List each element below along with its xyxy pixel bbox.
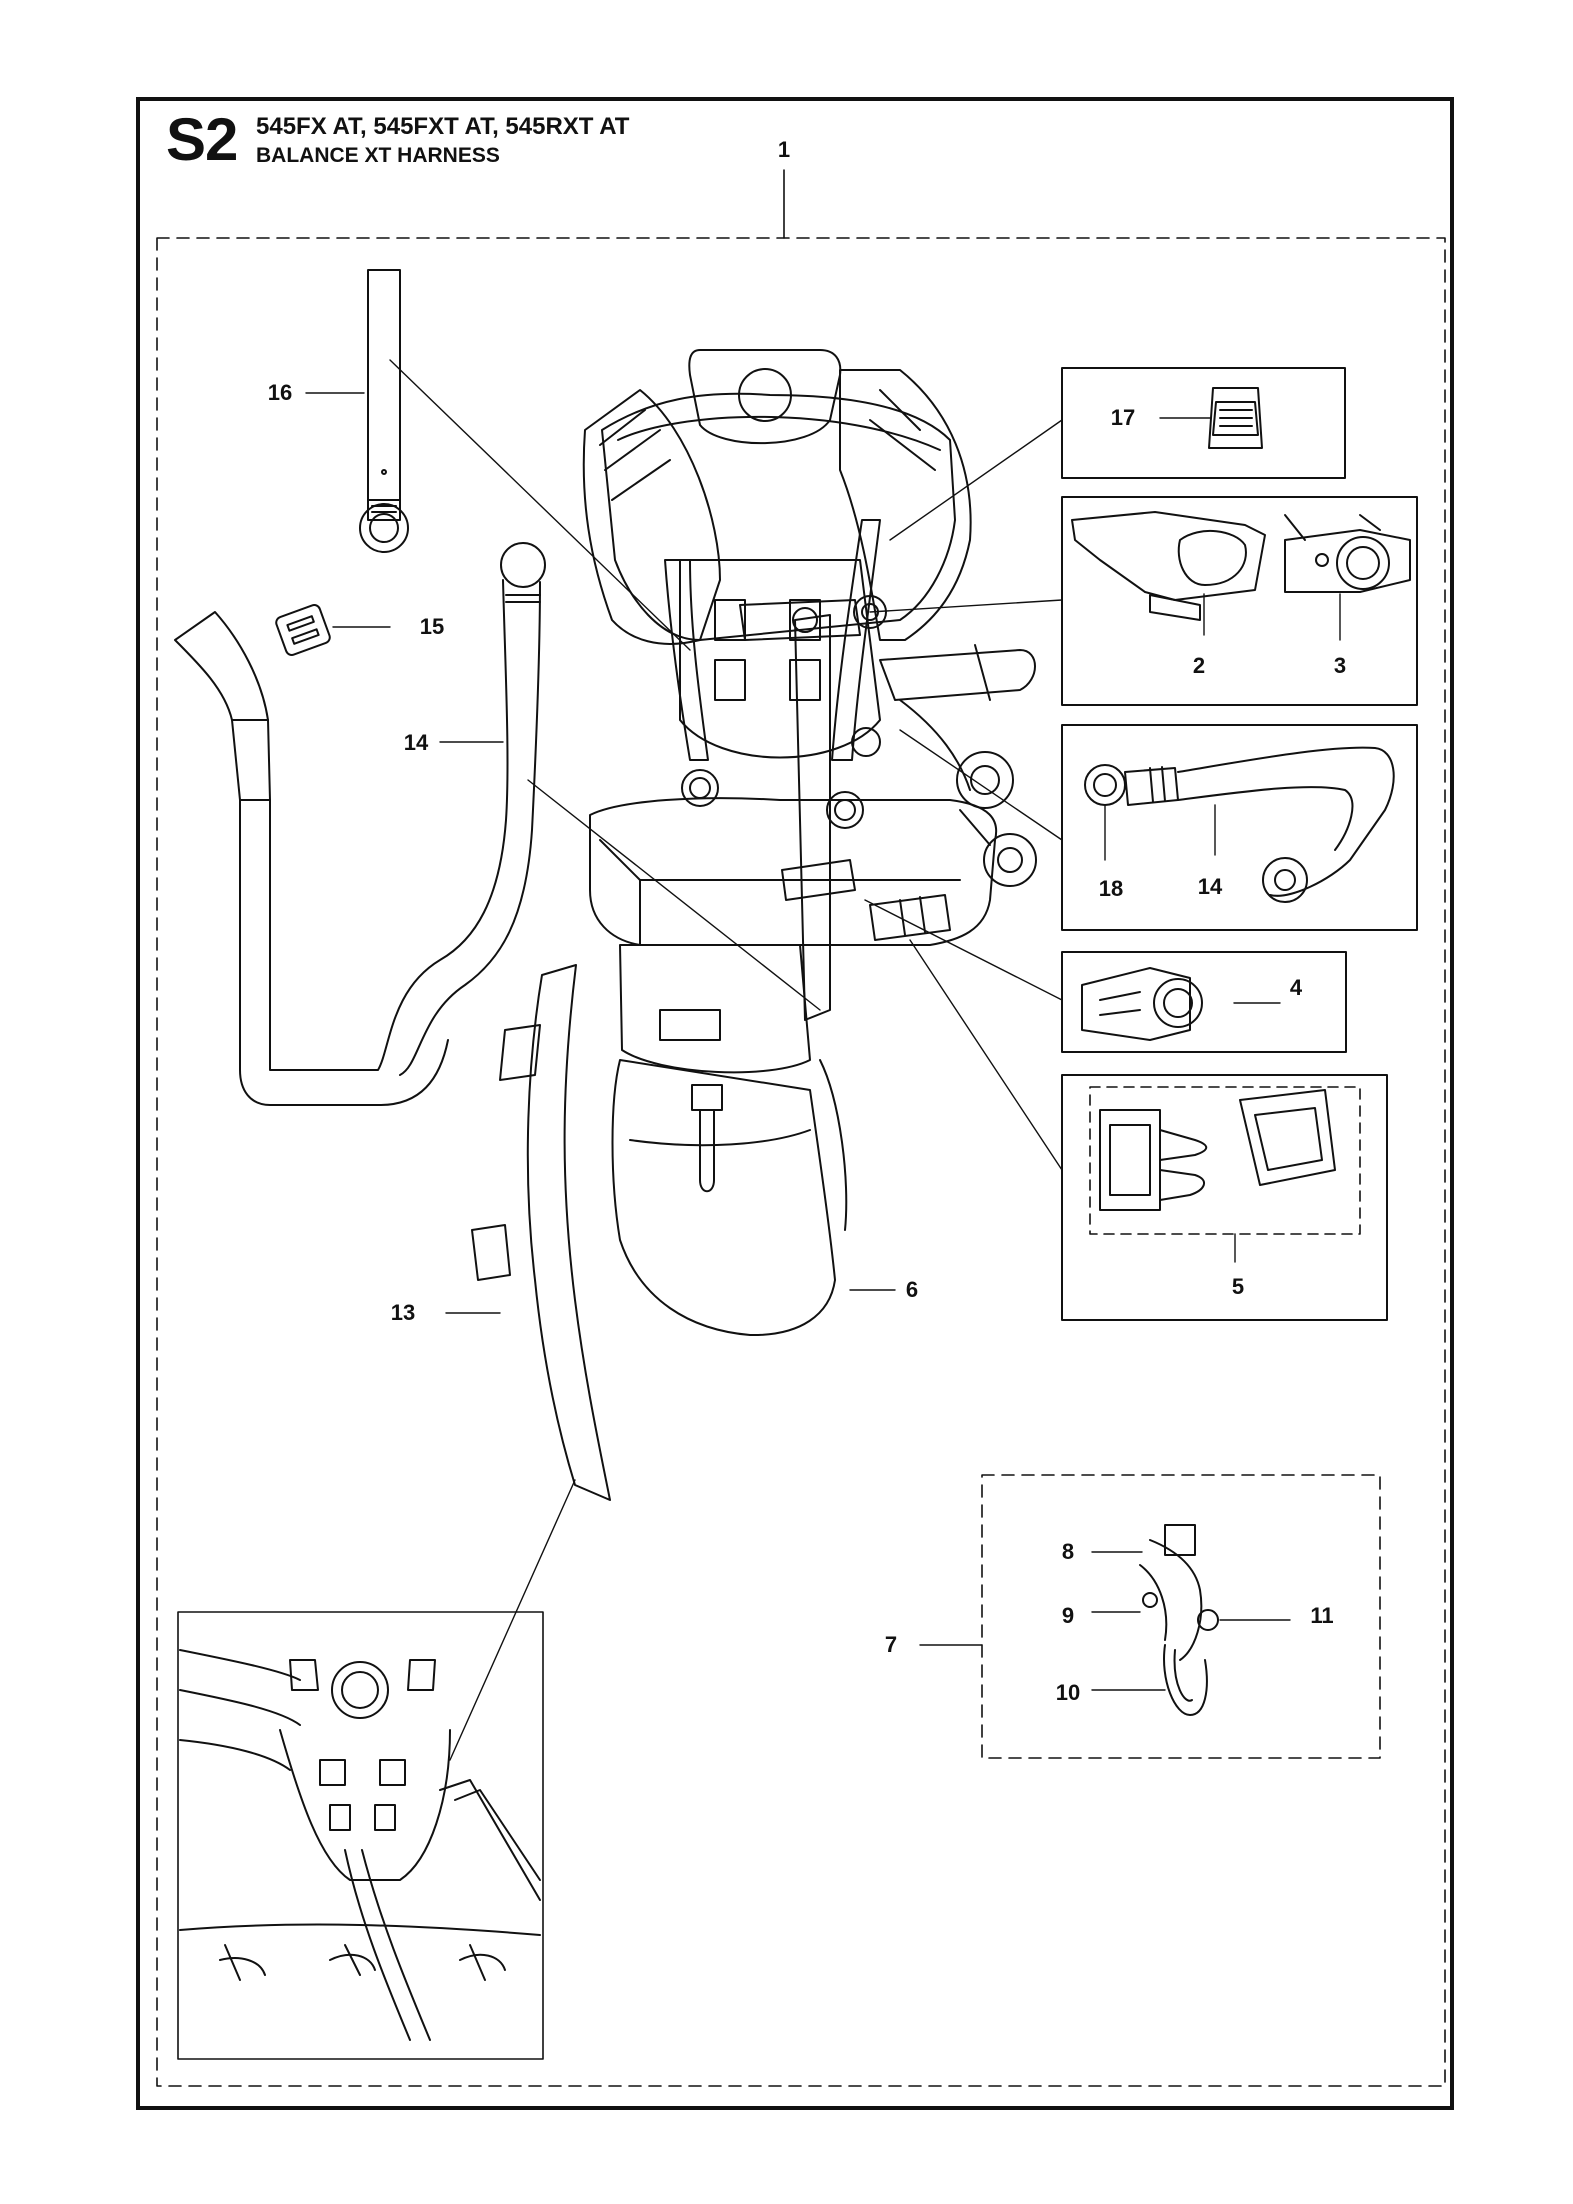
callout-11: 11 — [1310, 1603, 1334, 1628]
callout-6: 6 — [905, 1277, 919, 1302]
leader-lines — [305, 359, 1341, 1761]
part-5-buckle-male — [1099, 1109, 1208, 1211]
part-14-strap — [299, 542, 546, 1076]
callout-2: 2 — [1192, 653, 1206, 678]
part-15-buckle — [275, 604, 331, 656]
detail-inset — [177, 1611, 544, 2060]
callout-5: 5 — [1231, 1274, 1245, 1299]
drawing-frame — [136, 97, 1454, 2110]
part-6-harness — [582, 349, 1037, 1337]
section-code: S2 — [166, 106, 238, 173]
callout-10: 10 — [1055, 1680, 1081, 1705]
callout-14-left: 14 — [403, 730, 429, 755]
callout-7: 7 — [884, 1632, 898, 1657]
callout-16: 16 — [267, 380, 293, 405]
assembly-boundary — [156, 237, 1446, 2087]
part-4-clip — [1081, 967, 1203, 1041]
part-18-14-strap — [1084, 746, 1395, 903]
callout-14-box: 14 — [1197, 874, 1223, 899]
part-17-buckle — [1208, 387, 1263, 449]
part-13-pad — [471, 964, 611, 1501]
part-2-chest-strap — [1071, 511, 1266, 621]
model-list: 545FX AT, 545FXT AT, 545RXT AT — [256, 113, 630, 140]
callout-17: 17 — [1110, 405, 1136, 430]
box-4 — [1061, 951, 1347, 1053]
callout-1: 1 — [777, 137, 791, 162]
callout-18: 18 — [1098, 876, 1124, 901]
box-17 — [1061, 367, 1346, 479]
box-18-14 — [1061, 724, 1418, 931]
callout-3: 3 — [1333, 653, 1347, 678]
part-7-hook-assembly — [1139, 1524, 1219, 1716]
callout-15: 15 — [419, 614, 445, 639]
callout-9: 9 — [1061, 1603, 1075, 1628]
callout-8: 8 — [1061, 1539, 1075, 1564]
box-7 — [981, 1474, 1381, 1759]
diagram-title: BALANCE XT HARNESS — [256, 144, 500, 167]
callout-4: 4 — [1289, 975, 1303, 1000]
part-5-buckle-female — [1239, 1089, 1336, 1186]
part-14-sleeve — [174, 611, 449, 1106]
part-16-strap — [359, 269, 409, 553]
box-5 — [1061, 1074, 1388, 1321]
callout-13: 13 — [390, 1300, 416, 1325]
box-5-inner — [1089, 1086, 1361, 1235]
detail-inset-drawing — [179, 1649, 541, 2041]
part-3-clip — [1284, 514, 1411, 593]
box-2-3 — [1061, 496, 1418, 706]
